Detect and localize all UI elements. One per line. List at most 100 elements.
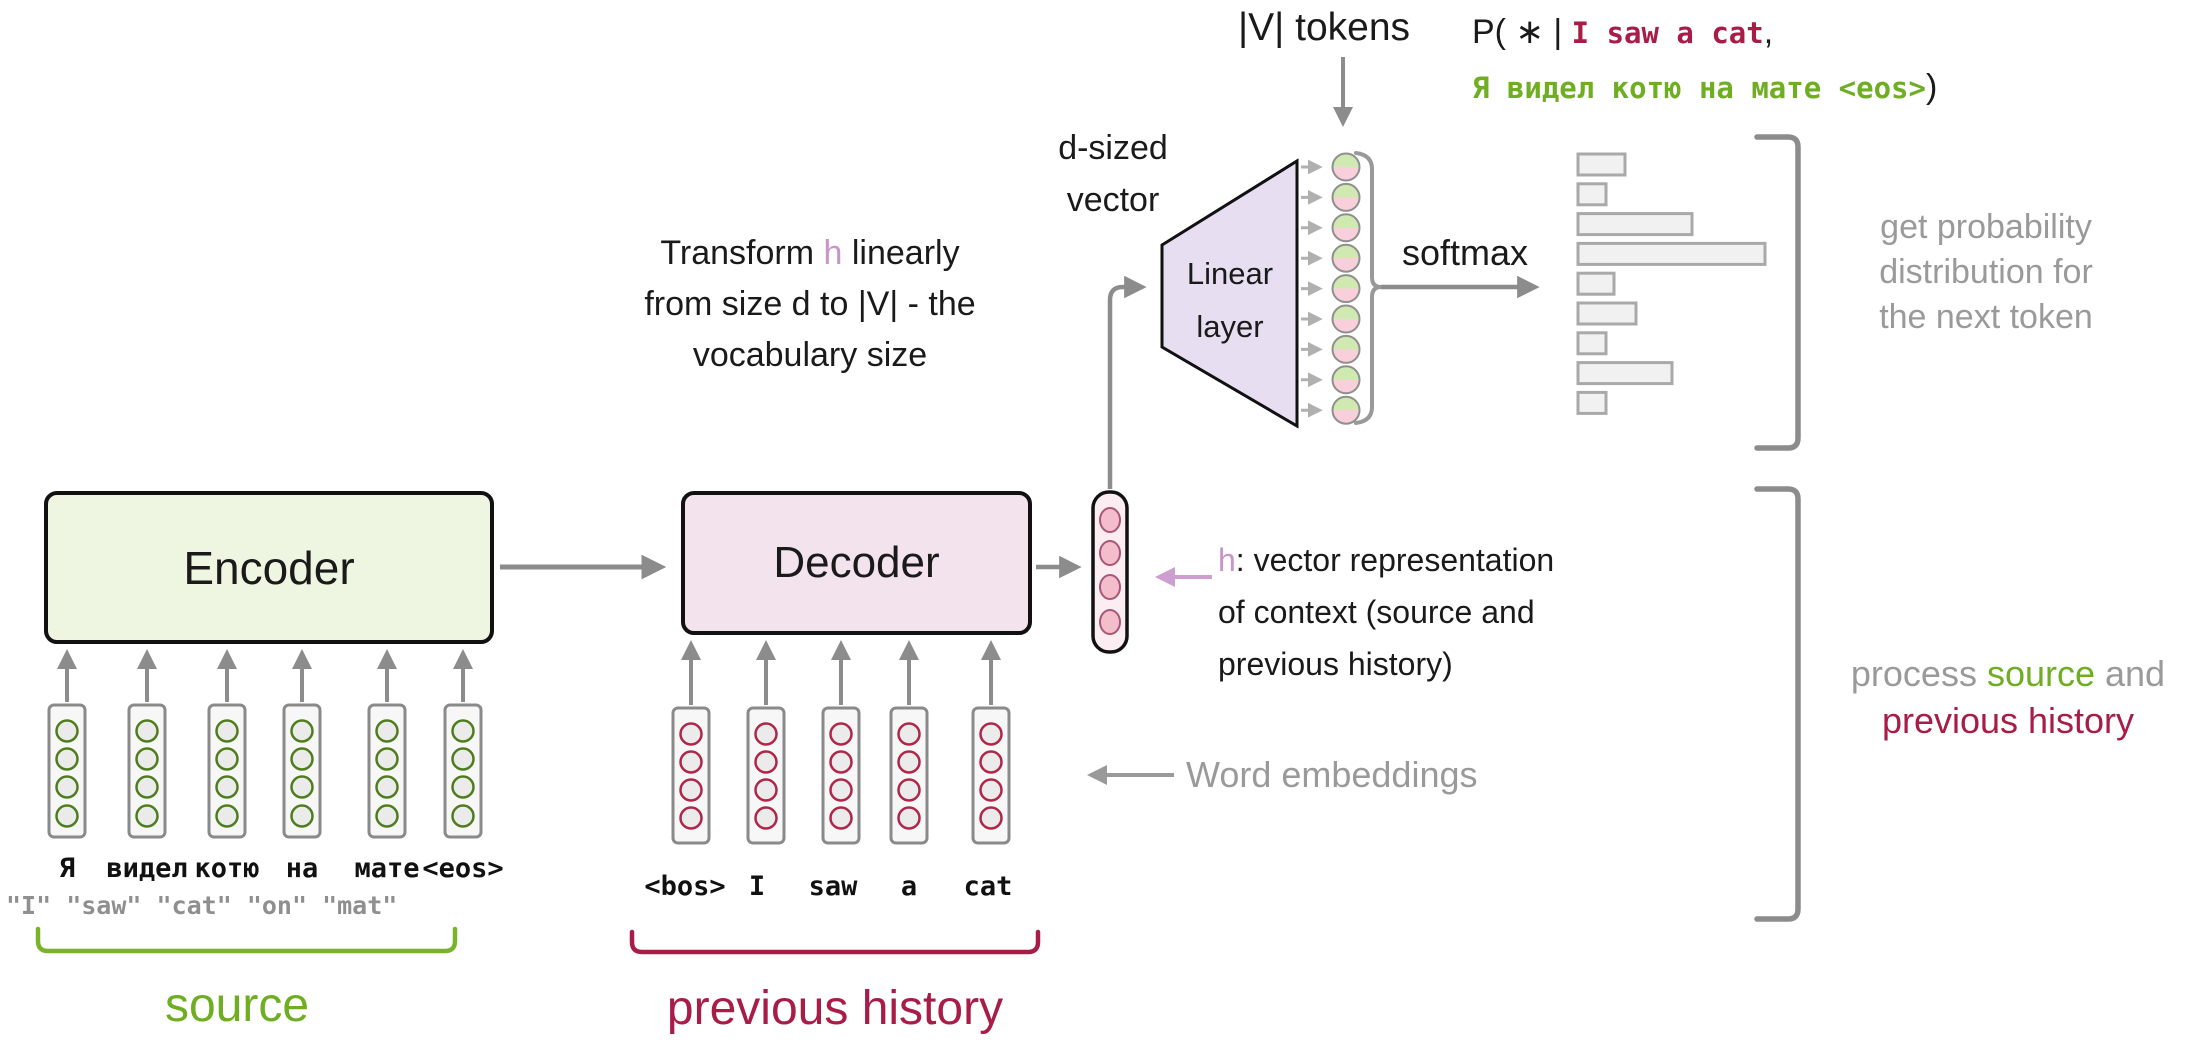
d-sized-text: vector <box>1066 181 1160 219</box>
linear-layer-label: Linear layer <box>1165 247 1295 353</box>
logit-column <box>1301 152 1361 425</box>
process-bracket <box>1754 486 1801 922</box>
probability-bar <box>1576 212 1694 237</box>
d-sized-text: -sized <box>1077 129 1168 167</box>
logit-cell <box>1331 304 1361 334</box>
d-symbol: d <box>791 285 811 323</box>
decoder-embeddings <box>671 640 1011 845</box>
transform-text: Transform <box>660 234 824 272</box>
transform-text: - the <box>898 285 976 323</box>
h-note-line: of context (source and <box>1218 594 1535 630</box>
probability-bar <box>1576 271 1616 296</box>
decoder-embedding-column <box>821 706 861 845</box>
decoder-embedding-column <box>889 706 929 845</box>
h-note: h: vector representation of context (sour… <box>1218 534 1554 690</box>
prob-expression-line1: P( ∗ | I saw a cat, <box>1472 12 1773 52</box>
encoder-embedding-column <box>282 703 322 839</box>
v-tokens-label: |V| tokens <box>1238 6 1410 50</box>
get-prob-line: get probability <box>1880 208 2092 246</box>
encoder-embedding-column <box>207 703 247 839</box>
encoder-embedding-column <box>367 703 407 839</box>
word-embeddings-label: Word embeddings <box>1186 754 1478 795</box>
probability-bar <box>1576 241 1767 266</box>
get-prob-line: distribution for <box>1879 253 2093 291</box>
h-symbol: h <box>1218 542 1236 578</box>
encoder-embedding-column <box>47 703 87 839</box>
logit-cell <box>1331 243 1361 273</box>
softmax-label: softmax <box>1401 232 1529 273</box>
linear-layer-line: Linear <box>1186 256 1274 291</box>
get-probability-bracket <box>1754 134 1801 451</box>
process-source-text: source <box>1986 653 2096 694</box>
probability-bar <box>1576 361 1674 386</box>
prob-russian-tokens: Я видел котю на мате <eos> <box>1472 71 1926 105</box>
h-vector-cells <box>1099 507 1121 635</box>
probability-bar <box>1576 331 1608 356</box>
logit-cell <box>1331 395 1361 425</box>
token-label: cat <box>963 871 1013 902</box>
prob-close-paren: ) <box>1925 68 1938 106</box>
transform-note: Transform h linearly from size d to |V| … <box>560 228 1060 381</box>
token-label: на <box>285 853 319 884</box>
h-symbol: h <box>823 234 843 272</box>
token-label: saw <box>808 871 858 902</box>
encoder-box <box>44 491 494 644</box>
transform-text: from size <box>644 285 792 323</box>
h-vector-box <box>1091 490 1129 654</box>
probability-bar <box>1576 390 1608 415</box>
encoder-label: Encoder <box>183 541 355 594</box>
prob-english-tokens: I saw a cat <box>1571 16 1764 50</box>
logit-cell <box>1331 274 1361 304</box>
process-text: and <box>2095 653 2166 694</box>
logit-cell <box>1331 213 1361 243</box>
token-label: <eos> <box>422 853 504 884</box>
logit-cell <box>1331 182 1361 212</box>
logit-cell <box>1331 152 1361 182</box>
tokens-word: tokens <box>1284 6 1411 49</box>
encoder-embeddings <box>47 649 483 839</box>
prob-expression-line2: Я видел котю на мате <eos>) <box>1472 68 1937 107</box>
v-symbol: |V| <box>1238 6 1285 49</box>
token-label: a <box>900 871 918 902</box>
probability-bar <box>1576 152 1627 177</box>
transform-text: vocabulary size <box>692 336 928 374</box>
h-note-line: : vector representation <box>1235 542 1555 578</box>
token-label: Я <box>58 853 76 884</box>
process-note: process source and previous history <box>1820 650 2196 744</box>
prob-comma: , <box>1763 13 1774 51</box>
h-to-linear-arrow <box>1107 275 1147 489</box>
token-label: I <box>748 871 766 902</box>
probability-bars <box>1576 152 1767 415</box>
get-probability-note: get probability distribution for the next … <box>1826 205 2146 340</box>
decoder-label: Decoder <box>773 538 940 587</box>
linear-layer-shape <box>1160 158 1299 429</box>
encoder-gloss: "I" "saw" "cat" "on" "mat" <box>6 891 398 920</box>
prob-prefix: P( ∗ | <box>1472 13 1572 51</box>
encoder-embedding-column <box>443 703 483 839</box>
source-label: source <box>164 979 310 1032</box>
logit-cell <box>1331 365 1361 395</box>
previous-history-label: previous history <box>666 982 1004 1035</box>
token-label: мате <box>354 853 420 884</box>
probability-bar <box>1576 301 1638 326</box>
decoder-box <box>681 491 1032 635</box>
h-note-line: previous history) <box>1218 646 1453 682</box>
get-prob-line: the next token <box>1879 298 2093 336</box>
probability-bar <box>1576 182 1608 207</box>
source-bracket <box>35 926 458 954</box>
process-text: process <box>1850 653 1987 694</box>
v-symbol: |V| <box>857 285 899 323</box>
decoder-embedding-column <box>971 706 1011 845</box>
logit-cell <box>1331 334 1361 364</box>
encoder-embedding-column <box>127 703 167 839</box>
transform-text: linearly <box>842 234 960 272</box>
token-label: видел <box>106 853 188 884</box>
decoder-embedding-column <box>671 706 711 845</box>
process-previous-history-text: previous history <box>1881 700 2135 741</box>
linear-layer-line: layer <box>1196 309 1264 344</box>
